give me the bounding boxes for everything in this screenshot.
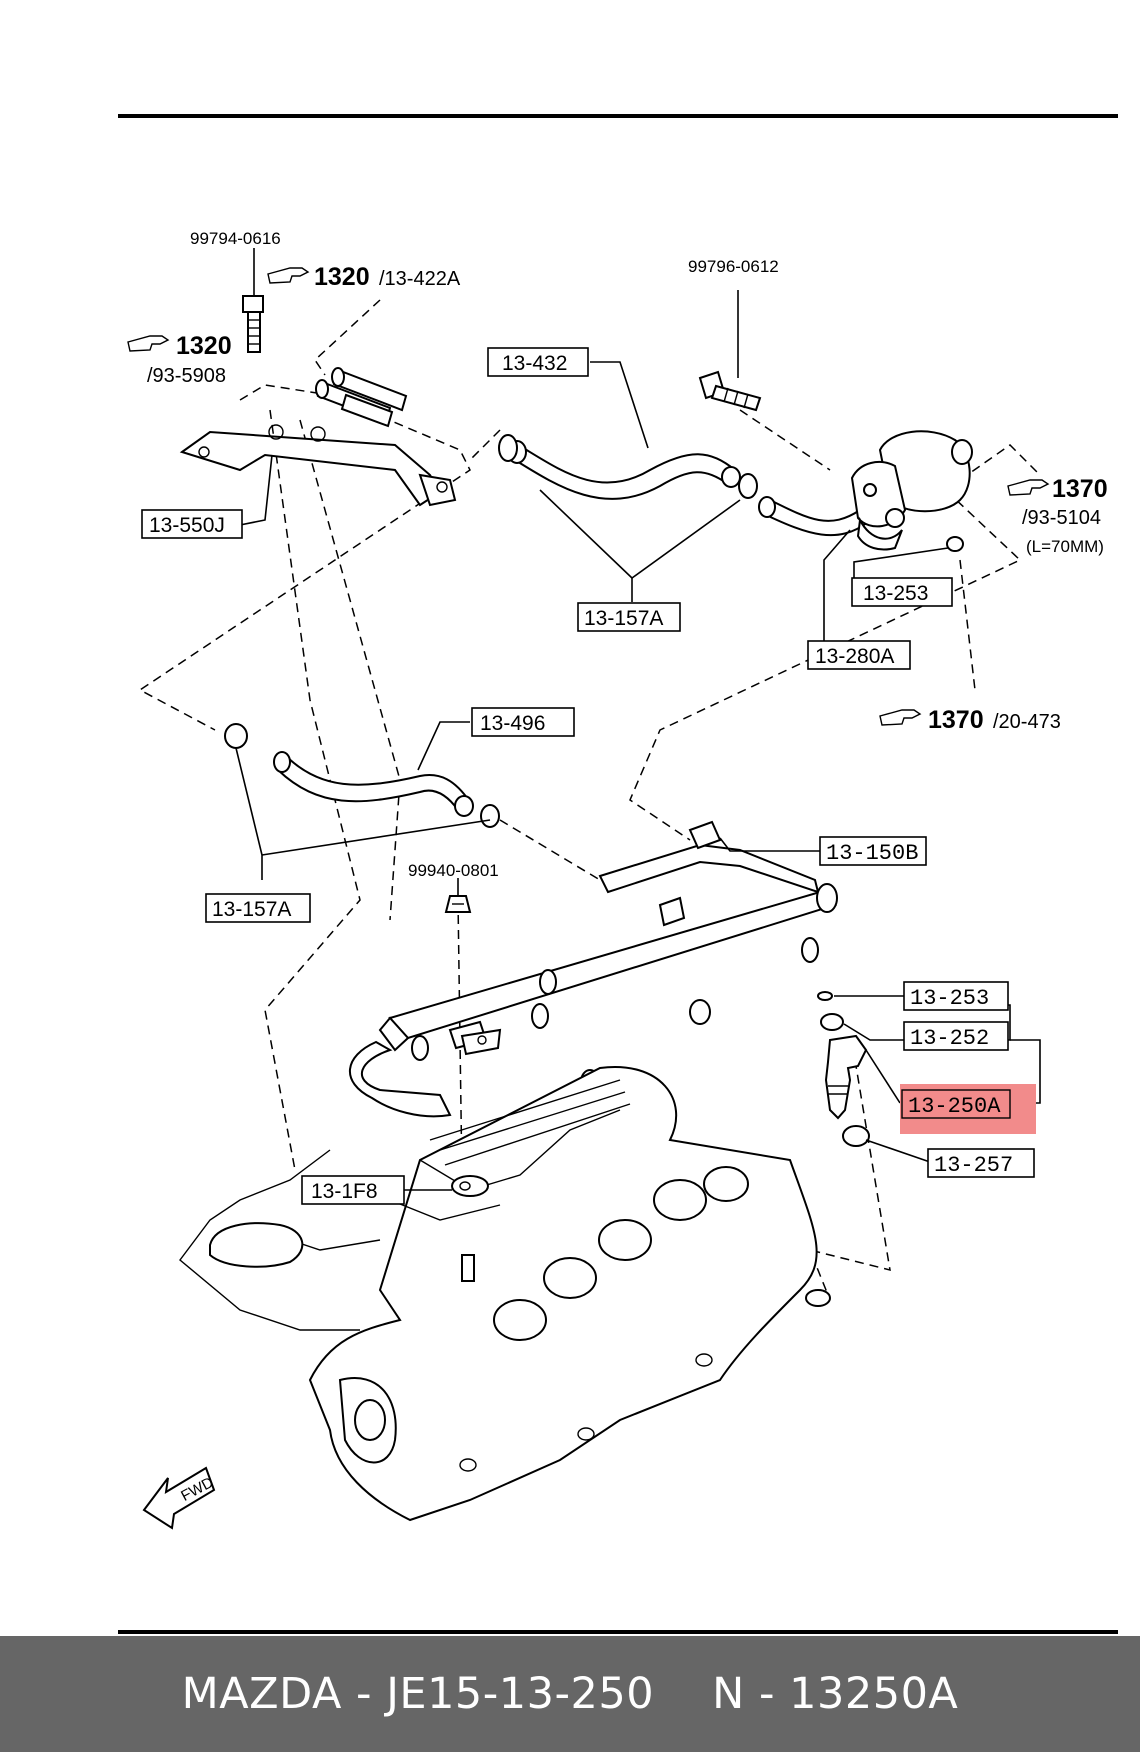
label-13-157A-top: 13-157A	[577, 602, 681, 632]
ref2-num: 1320	[176, 332, 232, 360]
label-13-280A: 13-280A	[807, 640, 911, 670]
ref2-sub: /93-5908	[147, 365, 226, 387]
hose-13-280A	[758, 496, 870, 537]
svg-text:13-253: 13-253	[863, 582, 928, 605]
footer-bar: MAZDA - JE15-13-250 N - 13250A	[0, 1636, 1140, 1752]
label-13-253-injector: 13-253	[903, 981, 1009, 1011]
footer-part-number: MAZDA - JE15-13-250	[181, 1669, 655, 1719]
ref-1370-93-5104: 1370 /93-5104 (L=70MM)	[1007, 475, 1108, 556]
bolt-99794-0616	[242, 295, 264, 353]
label-13-496: 13-496	[471, 707, 575, 737]
svg-text:13-157A: 13-157A	[584, 607, 663, 630]
svg-text:13-550J: 13-550J	[149, 514, 225, 537]
parts-diagram: FWD 99794-0616 99796-0612 99940-0801 132…	[118, 114, 1118, 1634]
label-13-250A-highlight[interactable]: 13-250A	[900, 1084, 1036, 1134]
injector-parts	[817, 991, 870, 1147]
highlight-box	[900, 1084, 1036, 1134]
ref-1320-93-5908: 1320 /93-5908	[127, 332, 232, 387]
ref-1320-13-422A: 1320 /13-422A	[267, 263, 461, 291]
label-13-432: 13-432	[487, 347, 589, 377]
svg-text:13-257: 13-257	[934, 1153, 1013, 1178]
pn-bolt-left: 99794-0616	[190, 229, 281, 248]
label-13-150B: 13-150B	[819, 836, 927, 866]
svg-text:13-496: 13-496	[480, 712, 545, 735]
hose-clamps-mid	[224, 723, 500, 828]
svg-text:13-1F8: 13-1F8	[311, 1180, 378, 1203]
ref3-sub: /93-5104	[1022, 507, 1101, 529]
o-ring-13-253-top	[946, 536, 964, 552]
label-13-157A-mid: 13-157A	[205, 893, 311, 923]
label-13-253-top: 13-253	[851, 577, 953, 607]
pn-bolt-right: 99796-0612	[688, 257, 779, 276]
pointing-hand-icon	[1007, 479, 1050, 496]
ref4-sub: /20-473	[993, 711, 1061, 733]
pointing-hand-icon	[879, 709, 922, 726]
label-13-252: 13-252	[903, 1021, 1009, 1051]
footer-catalog-number: N - 13250A	[712, 1669, 959, 1719]
svg-text:13-157A: 13-157A	[212, 898, 291, 921]
hose-13-432	[507, 440, 741, 500]
ref1-sub: /13-422A	[379, 268, 461, 290]
ref4-num: 1370	[928, 706, 984, 734]
hose-13-496	[273, 751, 474, 817]
pressure-regulator	[850, 430, 973, 551]
bracket-13-550J	[179, 424, 457, 507]
fuel-rail-13-150B	[349, 820, 838, 1118]
svg-text:13-252: 13-252	[910, 1026, 989, 1051]
ref-1370-20-473: 1370 /20-473	[879, 706, 1061, 734]
svg-text:13-432: 13-432	[502, 352, 567, 375]
svg-text:13-253: 13-253	[910, 986, 989, 1011]
label-13-550J: 13-550J	[141, 509, 243, 539]
bolt-99796-0612	[698, 370, 762, 412]
intake-manifold	[179, 1065, 831, 1522]
pointing-hand-icon	[267, 267, 310, 284]
fwd-arrow: FWD	[142, 1466, 217, 1530]
pointing-hand-icon	[127, 335, 170, 352]
label-13-250A: 13-250A	[908, 1094, 1001, 1119]
ref3-note: (L=70MM)	[1026, 537, 1104, 556]
nut-99940-0801	[444, 895, 472, 913]
bracket-bolts	[315, 367, 408, 428]
svg-text:13-150B: 13-150B	[826, 841, 918, 866]
ref3-num: 1370	[1052, 475, 1108, 503]
pn-nut-mid: 99940-0801	[408, 861, 499, 880]
ref1-num: 1320	[314, 263, 370, 291]
hose-clamps-top	[498, 434, 758, 499]
label-13-1F8: 13-1F8	[301, 1175, 405, 1205]
label-13-257: 13-257	[927, 1148, 1035, 1178]
svg-text:13-280A: 13-280A	[815, 645, 894, 668]
